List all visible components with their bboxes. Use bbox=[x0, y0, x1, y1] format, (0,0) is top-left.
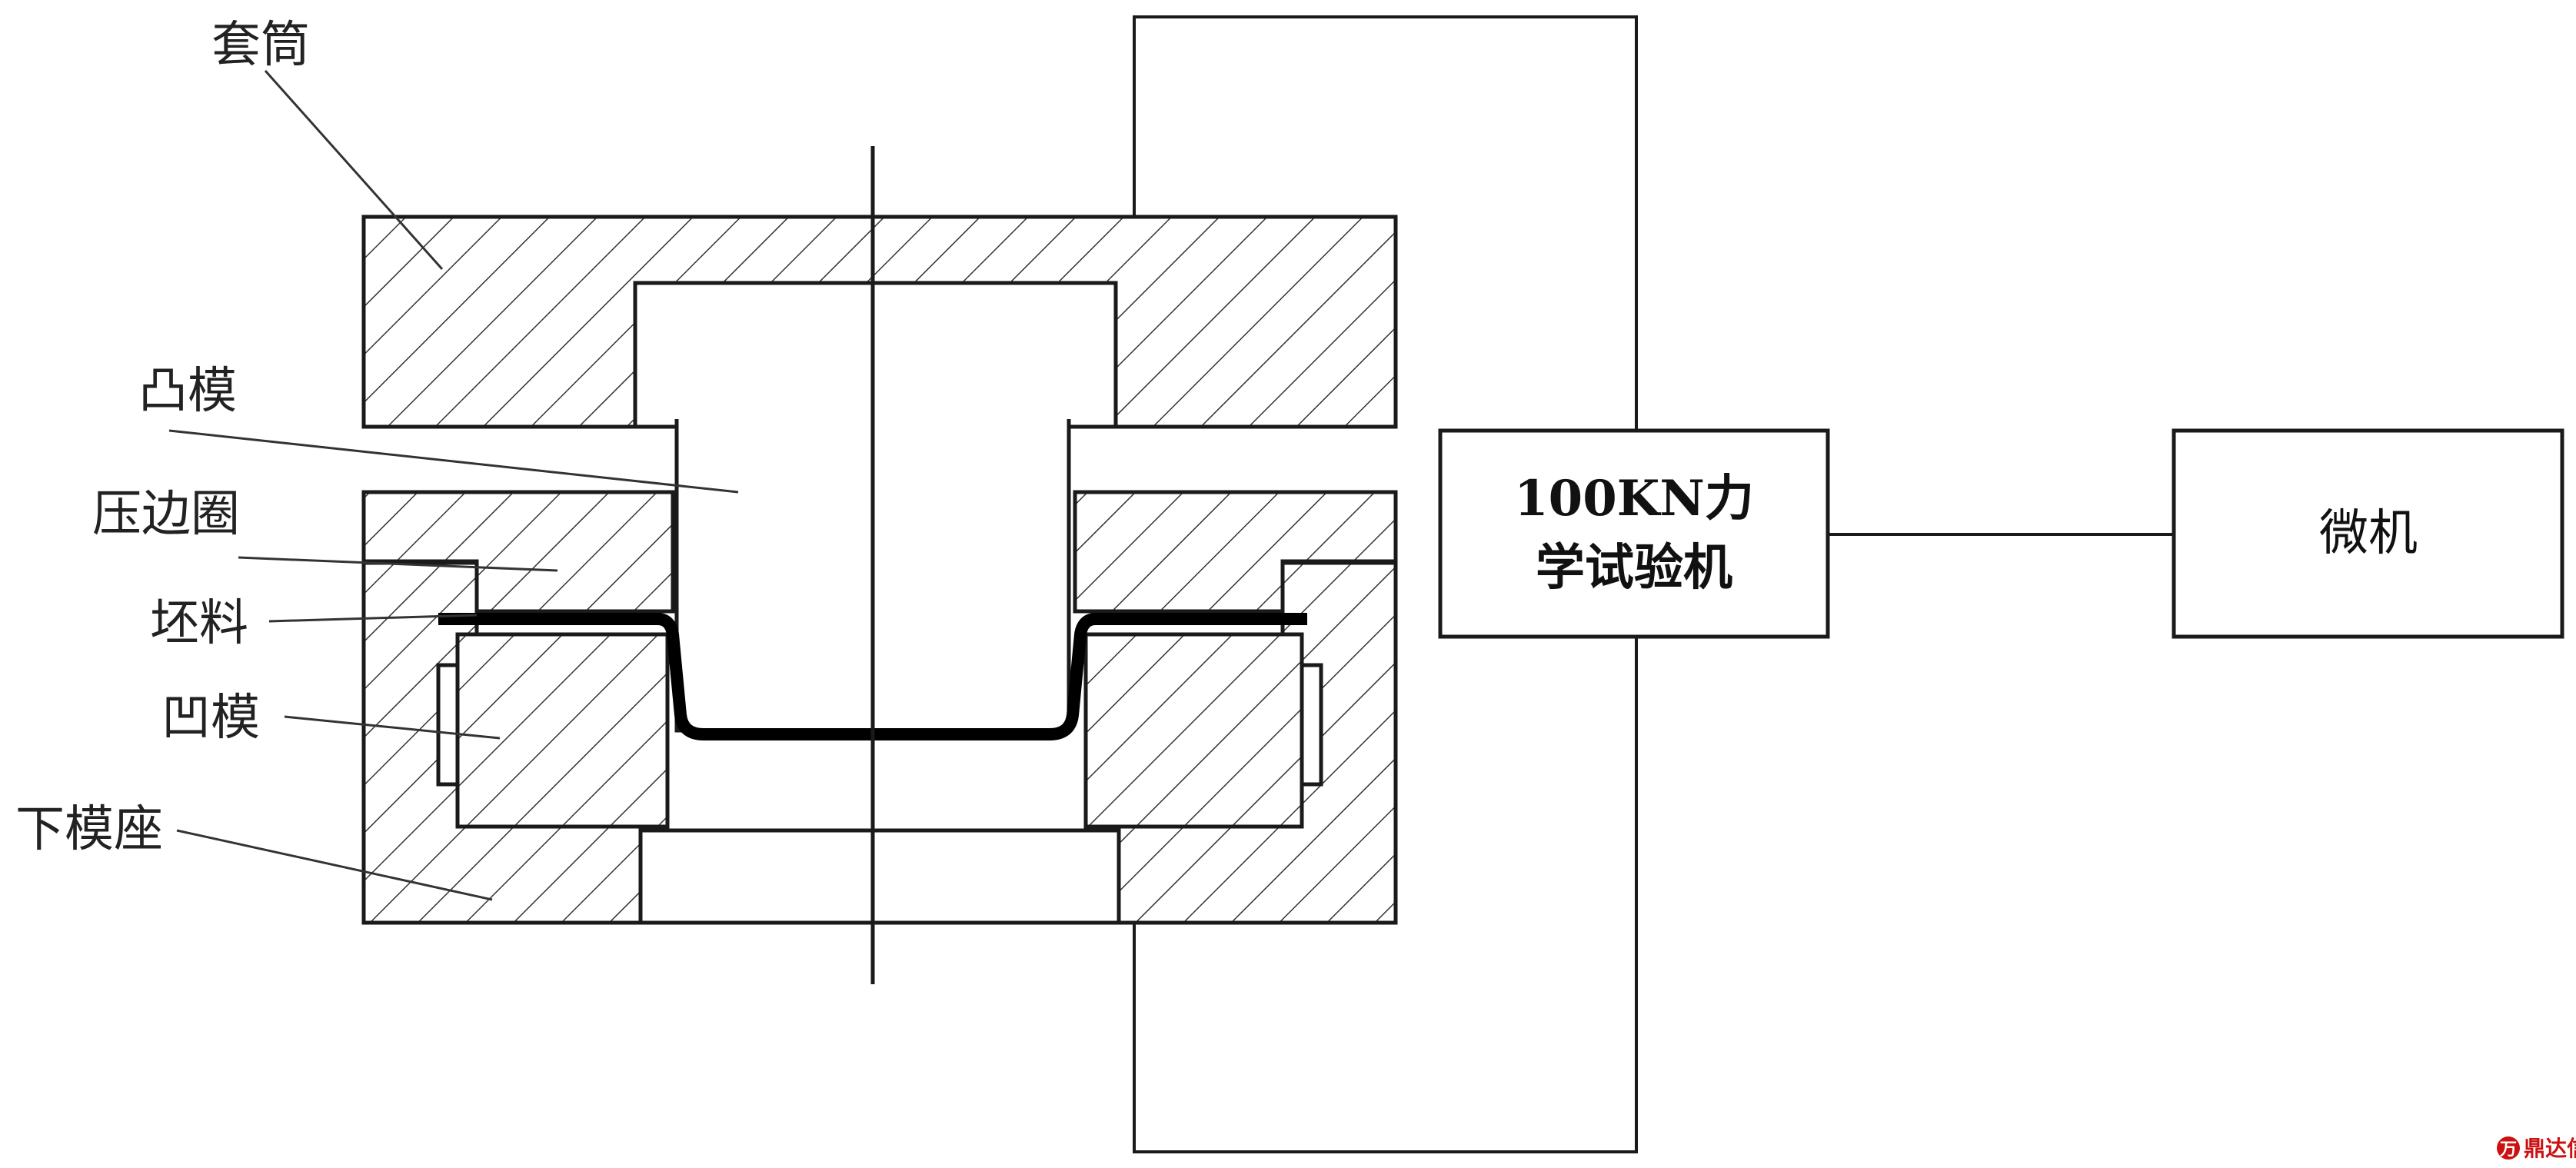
watermark-logo-glyph: 万 bbox=[2499, 1140, 2517, 1160]
label-blank-holder: 压边圈 bbox=[92, 486, 240, 543]
testing-machine-label-line1: 100KN力 bbox=[1514, 470, 1754, 527]
sleeve bbox=[361, 215, 1398, 429]
microcomputer-box: 微机 bbox=[2172, 428, 2564, 639]
watermark: 万 鼎达信 bbox=[2497, 1136, 2576, 1161]
label-die: 凹模 bbox=[161, 690, 260, 747]
watermark-logo-icon bbox=[2497, 1136, 2520, 1160]
watermark-text: 鼎达信 bbox=[2524, 1136, 2576, 1161]
testing-machine-label-line2: 学试验机 bbox=[1536, 539, 1732, 597]
label-blank: 坯料 bbox=[150, 595, 248, 652]
blank-sheet bbox=[438, 613, 1307, 740]
label-punch: 凸模 bbox=[138, 363, 237, 420]
microcomputer-label: 微机 bbox=[2319, 505, 2418, 562]
label-lower-die-base: 下模座 bbox=[15, 801, 163, 858]
leader-lines bbox=[168, 70, 739, 901]
label-sleeve: 套筒 bbox=[211, 17, 310, 74]
die bbox=[455, 632, 1304, 829]
lower-die-base bbox=[361, 561, 1398, 925]
testing-machine-box: 100KN力 学试验机 bbox=[1438, 428, 1830, 639]
blank-holder bbox=[361, 490, 1398, 614]
